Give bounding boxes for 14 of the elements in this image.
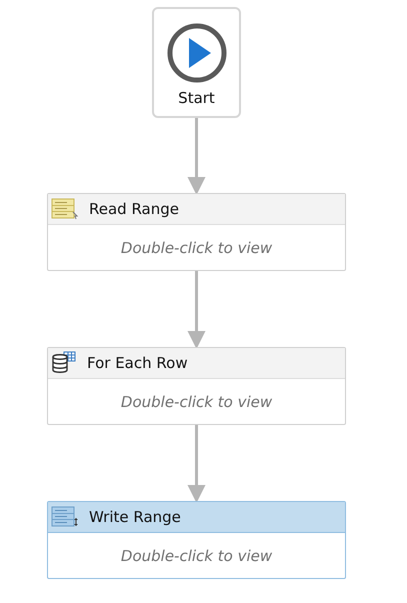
activity-title: Write Range bbox=[89, 508, 181, 526]
activity-box bbox=[47, 347, 346, 425]
arrow bbox=[188, 118, 206, 195]
activity-box bbox=[47, 193, 346, 271]
arrow bbox=[188, 271, 206, 349]
activity-title: For Each Row bbox=[87, 354, 188, 372]
activity-title: Read Range bbox=[89, 200, 179, 218]
arrow bbox=[188, 425, 206, 503]
start-node bbox=[152, 7, 241, 118]
node-label: Start bbox=[178, 89, 215, 107]
activity-hint: Double-click to view bbox=[120, 546, 272, 564]
selected-activity-box bbox=[47, 501, 346, 579]
activity-hint: Double-click to view bbox=[120, 238, 272, 256]
activity-hint: Double-click to view bbox=[120, 392, 272, 410]
